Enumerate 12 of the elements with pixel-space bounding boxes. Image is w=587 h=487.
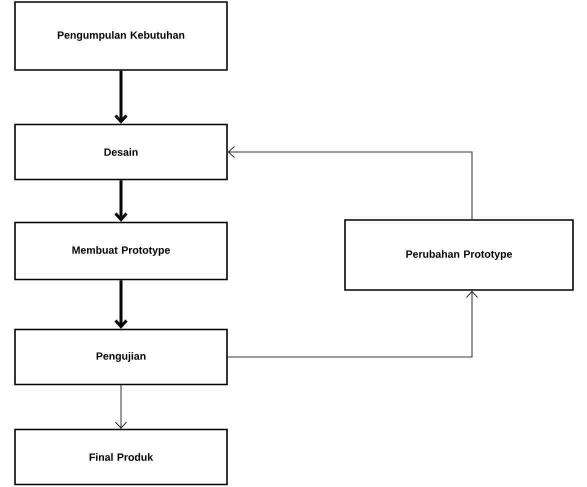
process-box: Desain (14, 124, 228, 180)
process-box: Perubahan Prototype (344, 219, 574, 291)
arrow (114, 70, 128, 124)
arrow (115, 384, 127, 429)
process-box: Pengumpulan Kebutuhan (14, 1, 228, 71)
process-box: Final Produk (14, 428, 228, 486)
arrow (227, 290, 478, 358)
arrow (114, 280, 128, 329)
arrow (114, 180, 128, 222)
process-box: Pengujian (14, 328, 228, 386)
arrow (228, 146, 472, 220)
process-box: Membuat Prototype (14, 222, 228, 280)
